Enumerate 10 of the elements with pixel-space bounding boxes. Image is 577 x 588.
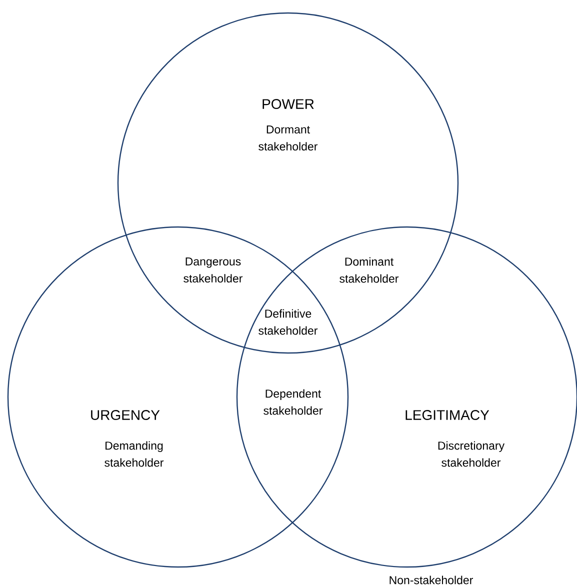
set-title: URGENCY xyxy=(91,410,160,420)
category-label: Dangerous stakeholder xyxy=(184,258,243,282)
set-title: POWER xyxy=(262,99,314,109)
category-label: Discretionary stakeholder xyxy=(438,441,504,467)
category-label: Dormant stakeholder xyxy=(258,126,318,150)
category-label: Definitive stakeholder xyxy=(258,309,318,335)
category-label: Demanding stakeholder xyxy=(104,441,164,467)
category-label: Dependent stakeholder xyxy=(264,389,323,415)
set-title: LEGITIMACY xyxy=(406,410,490,420)
category-label: Dominant stakeholder xyxy=(340,257,399,283)
